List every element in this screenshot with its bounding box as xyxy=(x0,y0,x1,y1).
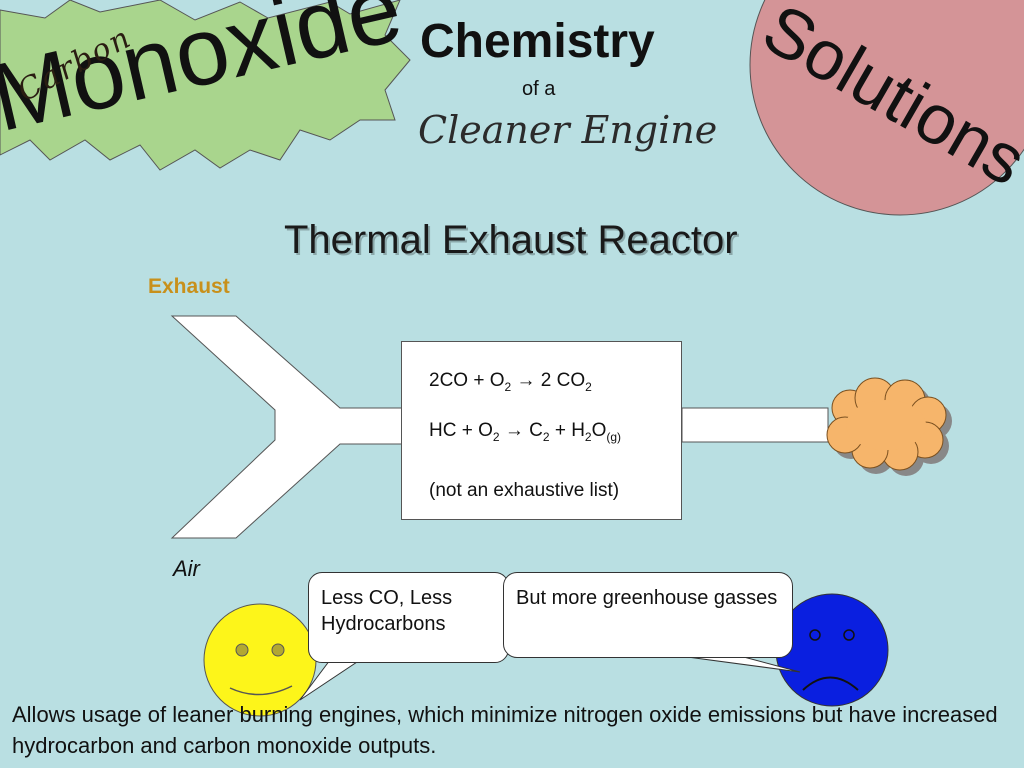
reaction-arrow-icon: → xyxy=(504,420,524,441)
eq2-phase-subscript: (g) xyxy=(606,429,622,444)
title-cleaner-engine: Cleaner Engine xyxy=(418,108,718,152)
eq2-reactant-subscript: 2 xyxy=(492,429,500,444)
outlet-pipe xyxy=(681,407,829,443)
reaction-arrow-icon: → xyxy=(516,370,536,391)
eq1-product-subscript: 2 xyxy=(585,379,592,394)
right-speech-bubble: But more greenhouse gasses xyxy=(503,572,793,658)
eq2-product-h-subscript: 2 xyxy=(584,429,592,444)
eq2-product-h: + H xyxy=(549,420,585,441)
eq1-reactant-subscript: 2 xyxy=(504,379,512,394)
slide-caption: Allows usage of leaner burning engines, … xyxy=(12,702,998,758)
eq2-product-c: C xyxy=(529,420,543,441)
left-speech-bubble: Less CO, Less Hydrocarbons xyxy=(308,572,509,663)
eq1-product: 2 CO xyxy=(540,370,586,391)
equation-hc: HC + O2 → C2 + H2O(g) xyxy=(429,420,621,444)
title-of-a: of a xyxy=(522,78,556,100)
title-chemistry: Chemistry xyxy=(420,15,655,68)
equation-co: 2CO + O2 → 2 CO2 xyxy=(429,370,592,394)
eq2-product-c-subscript: 2 xyxy=(542,429,550,444)
slide-heading: Thermal Exhaust Reactor xyxy=(284,218,738,262)
starburst-shape xyxy=(0,0,411,171)
reactor-box: 2CO + O2 → 2 CO2 HC + O2 → C2 + H2O(g) (… xyxy=(401,341,682,520)
solutions-circle xyxy=(749,0,1024,216)
exhaust-intake-pipe xyxy=(170,315,403,539)
eq2-reactants: HC + O xyxy=(429,420,493,441)
reactor-note: (not an exhaustive list) xyxy=(429,480,620,501)
smoke-cloud xyxy=(826,377,952,476)
eq1-reactants: 2CO + O xyxy=(429,370,505,391)
eq2-product-o: O xyxy=(591,420,607,441)
exhaust-label: Exhaust xyxy=(148,275,230,298)
air-label: Air xyxy=(173,556,200,581)
